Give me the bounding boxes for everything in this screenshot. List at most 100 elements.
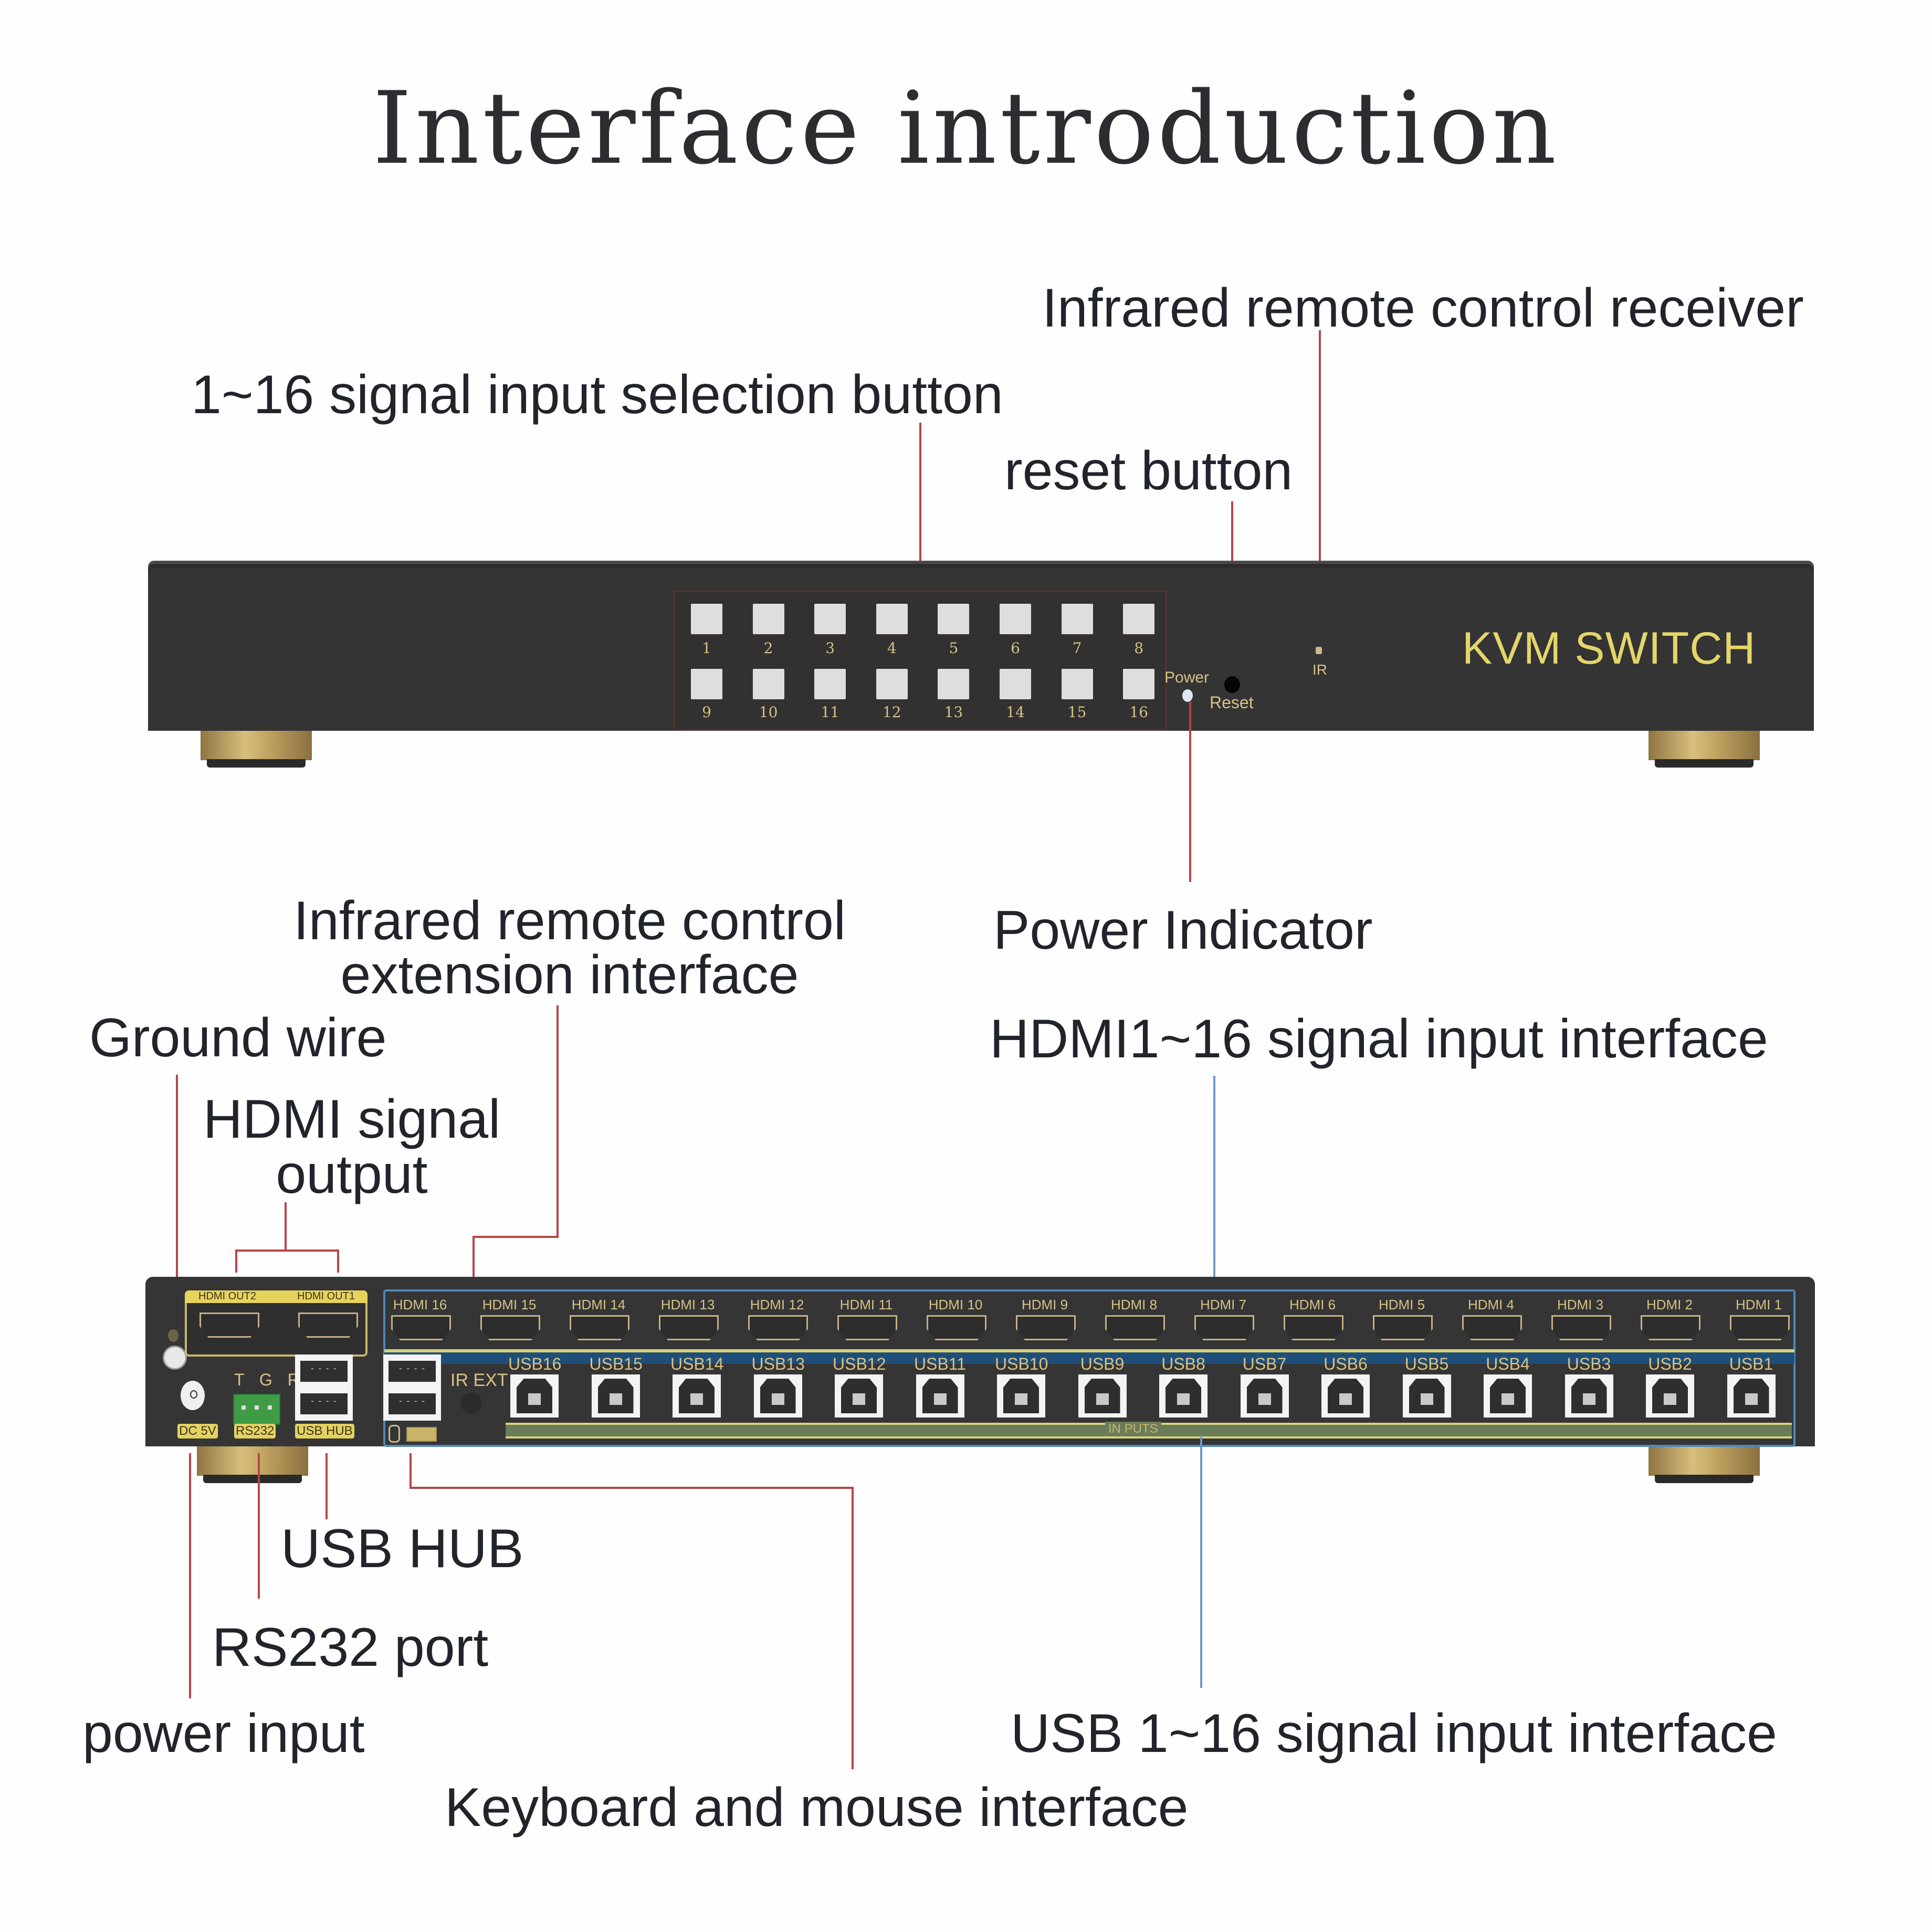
hdmi-output-port[interactable]	[298, 1312, 358, 1338]
usb-input-port[interactable]	[1321, 1374, 1370, 1418]
input-select-button-14[interactable]	[1000, 669, 1031, 699]
rs232-terminal[interactable]	[233, 1394, 280, 1425]
input-select-button-12[interactable]	[876, 669, 908, 699]
ir-ext-port[interactable]	[461, 1393, 482, 1414]
input-select-button-2[interactable]	[752, 604, 784, 634]
label-keyboard-mouse: Keyboard and mouse interface	[445, 1777, 1189, 1838]
input-select-button-label: 2	[763, 639, 773, 657]
hdmi-input-port[interactable]	[480, 1315, 540, 1340]
input-select-button-5[interactable]	[938, 604, 970, 634]
hdmi-input-label: HDMI 10	[928, 1297, 983, 1312]
hdmi-input-port[interactable]	[1194, 1315, 1254, 1340]
input-select-button-7[interactable]	[1061, 604, 1093, 634]
hdmi-input-port[interactable]	[748, 1315, 808, 1340]
usb-b-socket	[1328, 1379, 1363, 1413]
input-select-button-label: 4	[887, 639, 897, 657]
hdmi-input-port[interactable]	[1730, 1315, 1790, 1340]
leader-ground-wire	[176, 1075, 178, 1327]
dc-power-jack[interactable]	[181, 1381, 205, 1410]
reset-label: Reset	[1210, 693, 1254, 712]
hdmi-output-label: HDMI OUT1	[297, 1290, 355, 1302]
input-select-button-16[interactable]	[1123, 669, 1155, 699]
keyboard-port[interactable]	[388, 1393, 436, 1414]
input-select-button-label: 6	[1011, 639, 1020, 657]
usb-b-pin	[528, 1393, 541, 1405]
input-select-button-11[interactable]	[814, 669, 846, 699]
input-select-button-label: 15	[1067, 704, 1087, 721]
ir-ext-label: IR EXT	[450, 1370, 508, 1390]
usb-input-label: USB9	[1080, 1354, 1125, 1373]
usb-input-port[interactable]	[916, 1374, 964, 1418]
hdmi-output-port[interactable]	[200, 1312, 259, 1338]
usb-input-port[interactable]	[1484, 1374, 1532, 1418]
hdmi-input-port[interactable]	[570, 1315, 629, 1340]
rear-foot-left	[197, 1446, 308, 1483]
input-select-button-4[interactable]	[876, 604, 908, 634]
usb-input-port[interactable]	[1646, 1374, 1694, 1418]
ground-screw[interactable]	[163, 1346, 187, 1370]
mouse-port[interactable]	[388, 1361, 436, 1382]
usb-input-port[interactable]	[997, 1374, 1045, 1418]
usb-b-pin	[690, 1393, 703, 1405]
usb-input-port[interactable]	[1564, 1374, 1613, 1418]
input-select-button-10[interactable]	[752, 669, 784, 699]
input-select-button-13[interactable]	[938, 669, 970, 699]
usb-input-port[interactable]	[1402, 1374, 1451, 1418]
usb-input-label: USB2	[1648, 1354, 1692, 1373]
hdmi-input-label: HDMI 16	[393, 1297, 447, 1312]
label-hdmi-inputs: HDMI1~16 signal input interface	[990, 1009, 1768, 1069]
usb-input-label: USB15	[589, 1354, 643, 1373]
usb-input-port[interactable]	[1727, 1374, 1776, 1418]
hdmi-input-port[interactable]	[1551, 1315, 1611, 1340]
hdmi-input-port[interactable]	[927, 1315, 986, 1340]
usb-hub-port-1[interactable]	[300, 1361, 348, 1382]
leader-keyboard-c	[852, 1487, 854, 1769]
input-select-button-label: 16	[1129, 704, 1148, 721]
hdmi-input-port[interactable]	[1284, 1315, 1343, 1340]
hdmi-input-port[interactable]	[659, 1315, 719, 1340]
hdmi-input-port[interactable]	[391, 1315, 451, 1340]
hdmi-input-label: HDMI 4	[1467, 1297, 1515, 1312]
keyboard-icon	[406, 1427, 437, 1442]
label-selection-buttons: 1~16 signal input selection button	[191, 364, 1003, 425]
usb-input-port[interactable]	[1159, 1374, 1208, 1418]
usb-b-socket	[679, 1379, 715, 1413]
usb-b-socket	[1733, 1379, 1769, 1413]
input-select-button-label: 11	[821, 704, 839, 721]
leader-hdmi-output-left	[235, 1250, 237, 1273]
usb-input-port[interactable]	[591, 1374, 640, 1418]
usb-input-label: USB4	[1486, 1354, 1530, 1373]
input-select-button-15[interactable]	[1061, 669, 1093, 699]
hdmi-input-port[interactable]	[1462, 1315, 1522, 1340]
hdmi-input-label: HDMI 7	[1200, 1297, 1247, 1312]
usb-hub-port-2[interactable]	[300, 1393, 348, 1414]
input-select-button-6[interactable]	[1000, 604, 1031, 634]
input-select-button-8[interactable]	[1123, 604, 1155, 634]
leader-ir-extension-a	[556, 1005, 559, 1238]
hdmi-input-port[interactable]	[1016, 1315, 1076, 1340]
power-indicator-led	[1182, 689, 1193, 702]
hdmi-input-port[interactable]	[1105, 1315, 1165, 1340]
input-select-button-3[interactable]	[814, 604, 846, 634]
usb-input-port[interactable]	[673, 1374, 721, 1418]
ir-label: IR	[1312, 662, 1327, 678]
hdmi-input-label: HDMI 1	[1735, 1297, 1782, 1312]
input-select-button-1[interactable]	[691, 604, 722, 634]
usb-input-port[interactable]	[835, 1374, 883, 1418]
usb-input-port[interactable]	[1078, 1374, 1127, 1418]
usb-input-label: USB6	[1324, 1354, 1368, 1373]
hdmi-input-port[interactable]	[837, 1315, 897, 1340]
hdmi-input-port[interactable]	[1641, 1315, 1700, 1340]
mouse-icon	[388, 1425, 400, 1443]
usb-input-port[interactable]	[510, 1374, 559, 1418]
usb-input-port[interactable]	[1240, 1374, 1289, 1418]
usb-input-port[interactable]	[753, 1374, 802, 1418]
usb-input-label: USB12	[833, 1354, 886, 1373]
input-select-button-label: 10	[759, 704, 778, 721]
usb-b-socket	[1652, 1379, 1688, 1413]
input-select-button-9[interactable]	[691, 669, 722, 699]
usb-b-pin	[609, 1393, 622, 1405]
usb-b-pin	[1420, 1393, 1433, 1405]
reset-button[interactable]	[1224, 676, 1240, 693]
hdmi-input-port[interactable]	[1373, 1315, 1433, 1340]
